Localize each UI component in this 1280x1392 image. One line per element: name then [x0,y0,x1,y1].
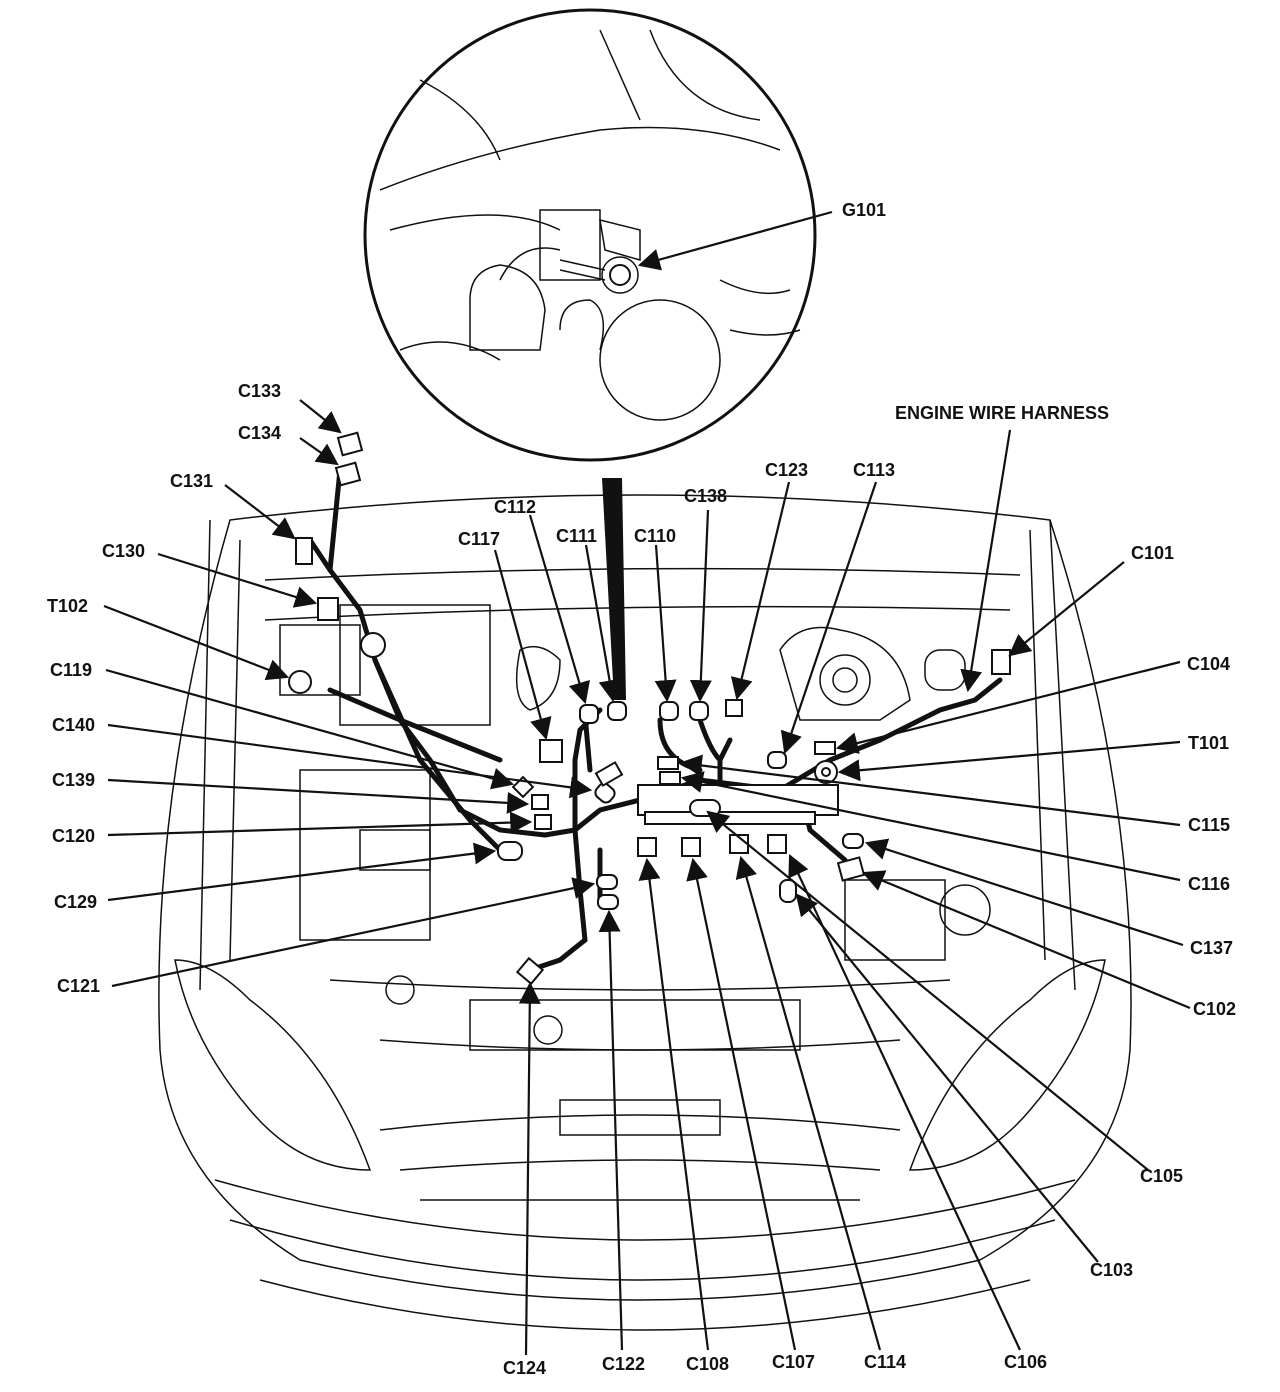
connector-c140[interactable] [593,781,617,805]
connector-c138[interactable] [689,701,709,721]
connector-c101[interactable] [991,649,1011,675]
connector-c104[interactable] [814,741,836,755]
connector-c137[interactable] [842,833,864,849]
labels: ENGINE WIRE HARNESS G101 C133 C134 C131 … [47,200,1236,1378]
terminal-t102[interactable] [288,670,312,694]
label-c105: C105 [1140,1166,1183,1186]
label-c116: C116 [1188,874,1230,894]
connector-c121[interactable] [596,874,618,890]
label-c124: C124 [503,1358,546,1378]
engine-wire-harness-title: ENGINE WIRE HARNESS [895,403,1109,423]
junction-block-lower [644,811,816,825]
connector-c117[interactable] [539,739,563,763]
connector-c103[interactable] [779,879,797,903]
label-c140: C140 [52,715,95,735]
connector-c133[interactable] [336,431,364,457]
connector-c110[interactable] [659,701,679,721]
label-t102: T102 [47,596,88,616]
label-t101: T101 [1188,733,1229,753]
car-body [158,494,1132,1331]
label-c107: C107 [772,1352,815,1372]
connector-c131[interactable] [295,537,313,565]
label-c102: C102 [1193,999,1236,1019]
connector-c105[interactable] [689,799,721,817]
label-c122: C122 [602,1354,645,1374]
label-c133: C133 [238,381,281,401]
connector-c123[interactable] [725,699,743,717]
label-c104: C104 [1187,654,1230,674]
label-c120: C120 [52,826,95,846]
connector-c112[interactable] [579,704,599,724]
label-c113: C113 [853,460,895,480]
label-c123: C123 [765,460,808,480]
connector-c113[interactable] [767,751,787,769]
connector-c111[interactable] [607,701,627,721]
label-c103: C103 [1090,1260,1133,1280]
connector-c116[interactable] [659,771,681,785]
connector-c108[interactable] [637,837,657,857]
label-c138: C138 [684,486,727,506]
label-c130: C130 [102,541,145,561]
label-c111: C111 [556,526,597,546]
connector-c134[interactable] [334,461,362,487]
label-c131: C131 [170,471,213,491]
terminal-t101-inner [821,767,831,777]
label-c101: C101 [1131,543,1174,563]
connector-c140b [594,761,624,787]
connector-c120[interactable] [534,814,552,830]
label-g101: G101 [842,200,886,220]
label-c137: C137 [1190,938,1233,958]
label-c110: C110 [634,526,676,546]
label-c139: C139 [52,770,95,790]
label-c119: C119 [50,660,92,680]
connector-c106[interactable] [767,834,787,854]
label-c117: C117 [458,529,500,549]
connector-c139[interactable] [531,794,549,810]
connector-c115[interactable] [657,756,679,770]
connector-c124[interactable] [515,956,545,986]
connector-c130[interactable] [317,597,339,621]
label-c106: C106 [1004,1352,1047,1372]
ground-inset [363,8,817,462]
connector-c129[interactable] [497,841,523,861]
label-c115: C115 [1188,815,1230,835]
connector-c107[interactable] [681,837,701,857]
connector-c122[interactable] [597,894,619,910]
label-c121: C121 [57,976,100,996]
label-c129: C129 [54,892,97,912]
ground-g101-bolt[interactable] [609,264,631,286]
inset-connector-band [602,478,626,700]
connector-c102[interactable] [836,856,866,882]
label-c114: C114 [864,1352,906,1372]
grommet [360,632,386,658]
label-c112: C112 [494,497,536,517]
label-c108: C108 [686,1354,729,1374]
leader-lines [103,210,1191,1356]
label-c134: C134 [238,423,281,443]
